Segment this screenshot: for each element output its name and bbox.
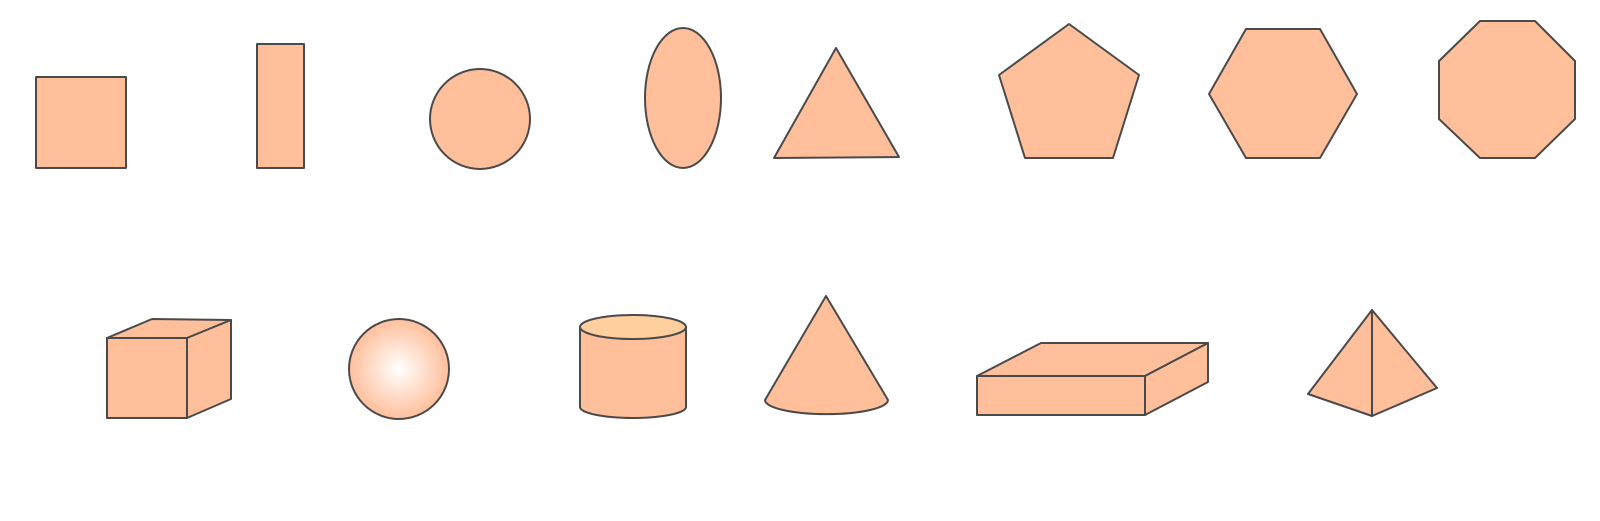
- row-2d-shapes: [35, 20, 1576, 170]
- cube-shape: [106, 318, 232, 419]
- sphere-shape: [348, 318, 450, 420]
- triangular-pyramid-shape: [1307, 309, 1438, 417]
- pentagon-shape: [998, 23, 1140, 159]
- rectangular-prism-shape: [976, 342, 1209, 416]
- cylinder-top: [579, 314, 687, 340]
- prism-front-face: [976, 375, 1146, 416]
- pyramid-left-face: [1307, 309, 1373, 417]
- ellipse-shape: [644, 27, 722, 169]
- cone-body: [764, 295, 889, 416]
- cylinder-body: [579, 326, 687, 419]
- square-shape: [35, 76, 127, 169]
- hexagon-shape: [1208, 28, 1358, 159]
- triangle-shape: [773, 47, 900, 159]
- pyramid-right-face: [1371, 309, 1438, 417]
- cube-side-face: [186, 319, 232, 419]
- circle-shape: [429, 68, 531, 170]
- cone-shape: [764, 295, 889, 416]
- cylinder-shape: [579, 314, 687, 419]
- cube-front-face: [106, 337, 188, 419]
- row-3d-shapes: [106, 295, 1438, 420]
- rectangle-shape: [256, 43, 305, 169]
- octagon-shape: [1438, 20, 1576, 159]
